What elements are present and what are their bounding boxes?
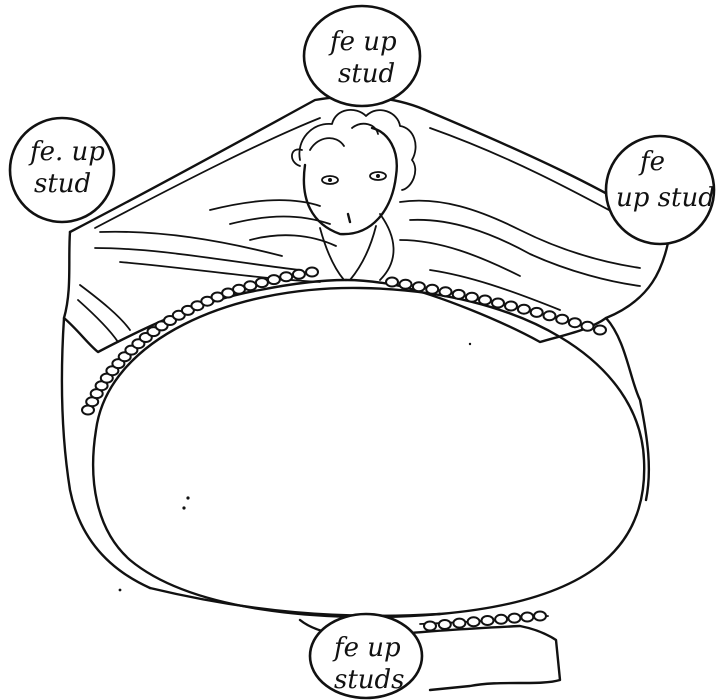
bead [256,278,268,287]
bead [440,287,452,296]
bead [531,308,543,317]
stud-bottom-label-line2: studs [334,665,405,695]
bead [582,322,594,331]
left-wing [64,232,346,352]
bead [521,613,533,622]
bead [569,318,581,327]
stud-left-label-line2: stud [34,169,91,199]
bead [534,612,546,621]
stud-bottom-label-line1: fe up [332,633,401,663]
bead [453,290,465,299]
bead [386,278,398,287]
stud-bottom: fe up studs [310,614,422,698]
stud-left-label-line1: fe. up [28,137,105,167]
bead [508,614,520,623]
frame-left-side [62,318,150,588]
bead [556,315,568,324]
bead [479,296,491,305]
bead [505,302,517,311]
stud-top-label-line2: stud [338,59,395,89]
bead [268,275,280,284]
stud-left: fe. up stud [10,118,114,222]
bead [400,280,412,289]
cherub-hair [299,110,415,190]
stud-right-label-line2: up stud [616,183,715,213]
bead [244,281,256,290]
bead [468,617,480,626]
main-oval [93,288,644,617]
upper-crest [70,96,670,232]
stud-top-label-line1: fe up [328,27,397,57]
stud-right: fe up stud [606,136,715,244]
stud-top: fe up stud [304,6,420,106]
cherub-mouth [348,214,350,222]
bead [233,285,245,294]
bead-chain [82,268,606,631]
right-wing-feathers [380,201,640,310]
bead [453,619,465,628]
bead [544,311,556,320]
bead [424,622,436,631]
bead [413,282,425,291]
bead [293,270,305,279]
bead [466,293,478,302]
bead [594,326,606,335]
bead [492,299,504,308]
stud-right-label-line1: fe [638,147,665,177]
bead [426,285,438,294]
bead [495,615,507,624]
bead [482,616,494,625]
bead [306,268,318,277]
bead [280,272,292,281]
frame-right-side [606,318,649,500]
bead [439,620,451,629]
bead [518,305,530,314]
